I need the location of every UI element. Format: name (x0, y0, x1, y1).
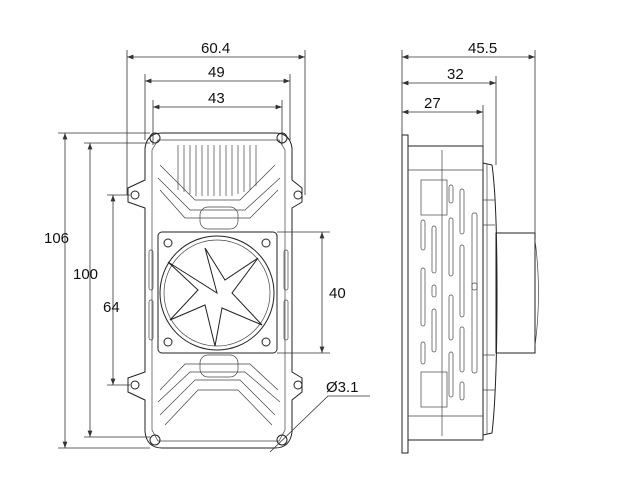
front-view: 60.4 49 43 106 100 64 40 Ø3.1 (44, 40, 370, 453)
dimension-lines (58, 50, 370, 453)
fan-hub (495, 232, 536, 354)
dim-overall-width: 60.4 (201, 40, 230, 57)
front-cover (482, 162, 498, 436)
housing-body (407, 145, 484, 441)
heatsink-fins (148, 145, 289, 426)
dim-hole-height: 100 (73, 266, 98, 283)
dim-total-depth: 45.5 (468, 40, 497, 57)
dim-body-depth: 27 (424, 95, 441, 112)
mounting-holes (130, 132, 303, 446)
side-view: 45.5 32 27 (401, 40, 539, 454)
housing-outline (127, 132, 303, 449)
dim-inner-width: 43 (208, 90, 225, 107)
dim-overall-height: 106 (44, 230, 69, 247)
fan (157, 231, 278, 354)
dim-side-hole-height: 64 (103, 299, 120, 316)
dim-cover-depth: 32 (447, 66, 464, 83)
dim-hole-diameter: Ø3.1 (326, 379, 359, 396)
mount-plate (401, 134, 409, 454)
dim-hole-width: 49 (208, 64, 225, 81)
dim-fan-size: 40 (329, 285, 346, 302)
side-dimension-lines (401, 50, 536, 233)
